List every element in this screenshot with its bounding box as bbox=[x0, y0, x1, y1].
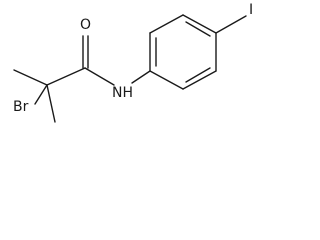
ring-inner-double-3 bbox=[185, 67, 211, 83]
bond-quaternary-carbon-to-bromine bbox=[34, 84, 48, 105]
bond-quaternary-carbon-to-methyl bbox=[13, 69, 48, 86]
bromine-atom-label: Br bbox=[13, 99, 29, 115]
ring-bond-3 bbox=[182, 14, 217, 34]
ring-bond-5 bbox=[182, 70, 217, 90]
oxygen-atom-label: O bbox=[80, 17, 91, 33]
iodine-atom-label: I bbox=[249, 2, 253, 18]
ring-bond-6 bbox=[149, 70, 184, 90]
bond-ring-to-iodine bbox=[215, 15, 247, 34]
bond-nitrogen-to-ring bbox=[131, 70, 151, 84]
bond-carbonyl-to-nitrogen bbox=[84, 67, 115, 86]
ring-bond-2 bbox=[149, 14, 184, 34]
bond-quaternary-carbon-to-methyl-2 bbox=[46, 84, 56, 123]
bond-quaternary-carbon-to-carbonyl bbox=[46, 67, 86, 86]
nitrogen-hydrogen-atom-label: NH bbox=[112, 85, 133, 101]
molecule-structure: O NH I Br bbox=[13, 2, 253, 123]
ring-inner-double-2 bbox=[185, 21, 211, 37]
